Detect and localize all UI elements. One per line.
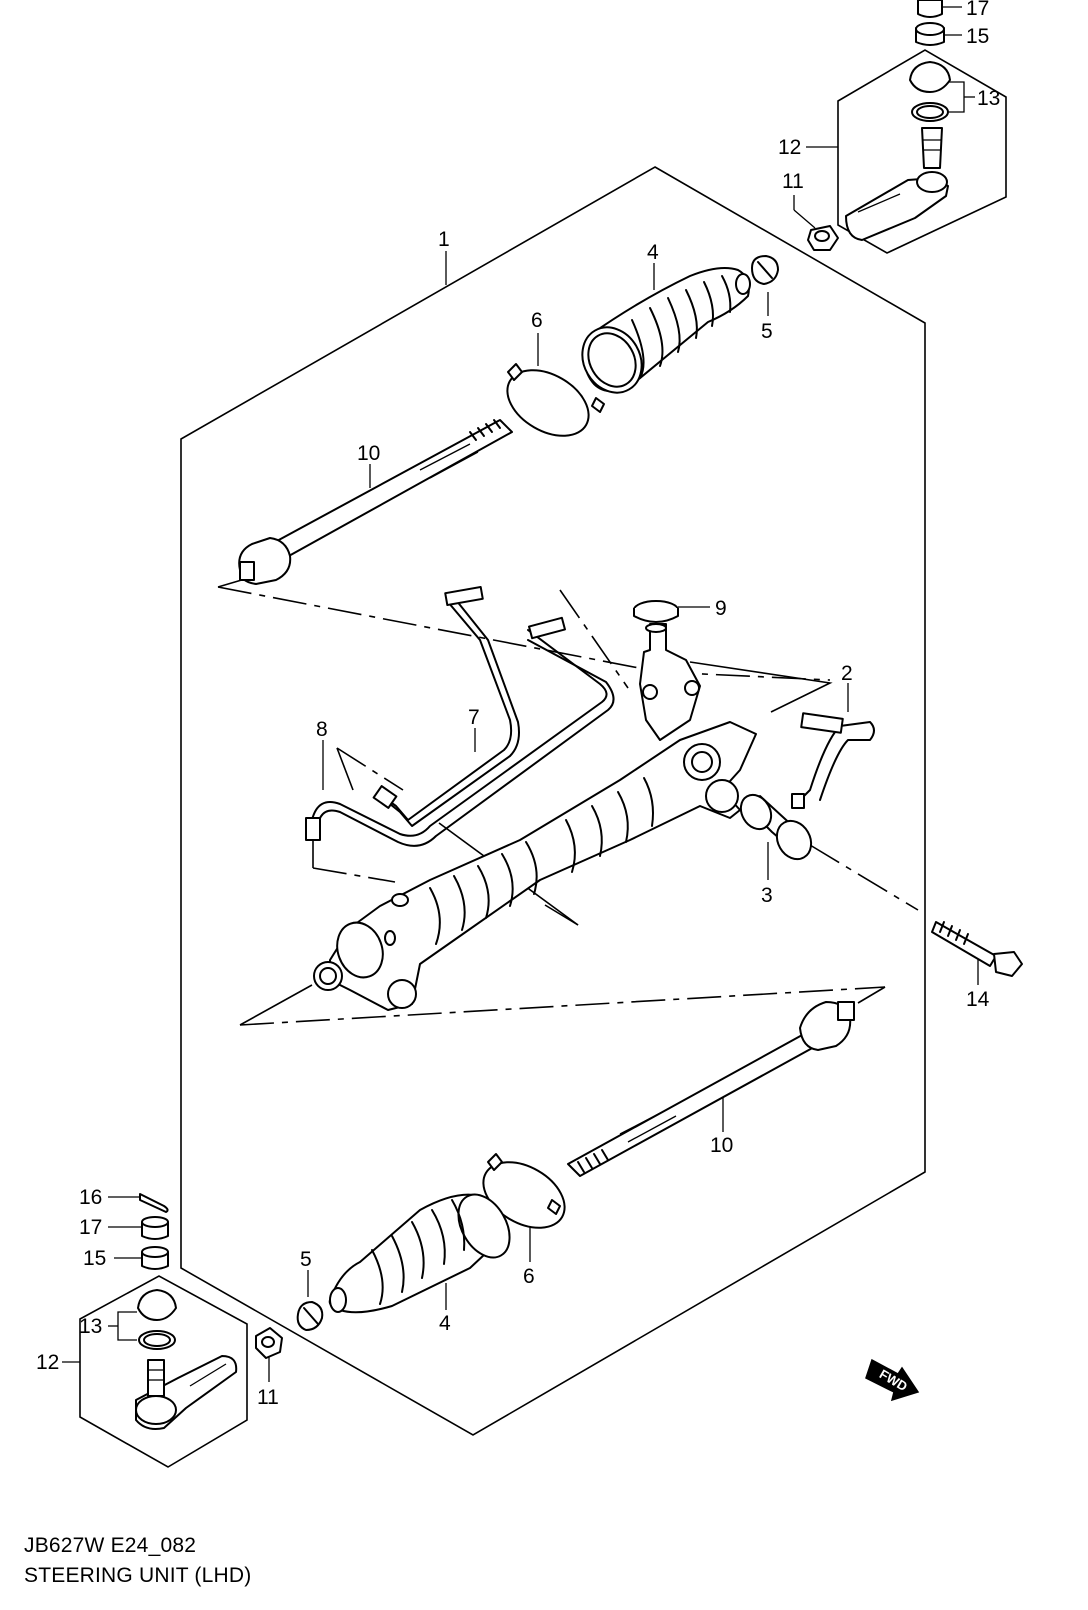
bushing-3 [739,793,813,861]
nut-11-upper [807,225,839,251]
castle-nut-17-upper [917,0,943,18]
callout-13-top: 13 [977,87,1000,110]
castle-nut-17-lower [141,1216,169,1240]
valve-housing [639,623,701,741]
upper-tie-rod-end-box [837,49,1007,254]
clamp-5-lower [296,1301,324,1331]
rack-boot-upper [581,267,751,394]
fwd-arrow-icon: FWD [865,1358,920,1402]
callout-labels: 1 4 6 5 10 9 2 7 8 3 14 10 6 4 5 11 16 1… [36,0,1000,1409]
bolt-14 [931,921,1023,977]
callout-6-top: 6 [531,309,543,332]
callout-10-top: 10 [357,442,380,465]
steering-gear-case [313,721,757,1011]
rack-boot-lower [328,1193,511,1314]
assembly-outline [180,166,926,1436]
tie-rod-end-upper [845,127,949,241]
nut-15-lower [141,1246,169,1270]
alignment-lines [217,578,919,1026]
callout-15-bottom: 15 [83,1247,106,1270]
dust-boot-upper [909,61,951,122]
callout-4-top: 4 [647,241,659,264]
callout-1: 1 [438,228,450,251]
callout-13-bottom: 13 [79,1315,102,1338]
dust-boot-lower [137,1289,177,1350]
nut-11-lower [255,1327,283,1359]
cap-9 [633,600,679,623]
diagram-code: JB627W E24_082 [24,1534,197,1557]
nut-15-upper [915,22,945,46]
callout-15-top: 15 [966,25,989,48]
callout-12-bottom: 12 [36,1351,59,1374]
clamp-5-upper [751,255,779,285]
callout-4-bottom: 4 [439,1312,451,1335]
diagram-title: STEERING UNIT (LHD) [24,1564,252,1587]
callout-16: 16 [79,1186,102,1209]
callout-11-top: 11 [782,170,804,193]
callout-8: 8 [316,718,328,741]
boot-band-upper [506,363,605,437]
callout-3: 3 [761,884,773,907]
callout-2: 2 [841,662,853,685]
leader-lines [62,6,979,1382]
callout-11-bottom: 11 [257,1386,279,1409]
callout-5-top: 5 [761,320,773,343]
callout-14: 14 [966,988,990,1011]
callout-17-top: 17 [966,0,989,20]
boot-band-lower [482,1153,566,1229]
callout-7: 7 [468,706,480,729]
callout-5-bottom: 5 [300,1248,312,1271]
callout-6-bottom: 6 [523,1265,535,1288]
callout-12-top: 12 [778,136,801,159]
pressure-pipes [305,585,875,847]
callout-17-bottom: 17 [79,1216,102,1239]
callout-10-bottom: 10 [710,1134,733,1157]
tie-rod-end-lower [135,1355,238,1430]
inner-tie-rod-lower [567,1001,855,1177]
inner-tie-rod-upper [238,419,513,585]
callout-9: 9 [715,597,727,620]
lower-tie-rod-end-box [79,1275,248,1468]
cotter-pin-16 [139,1193,169,1213]
